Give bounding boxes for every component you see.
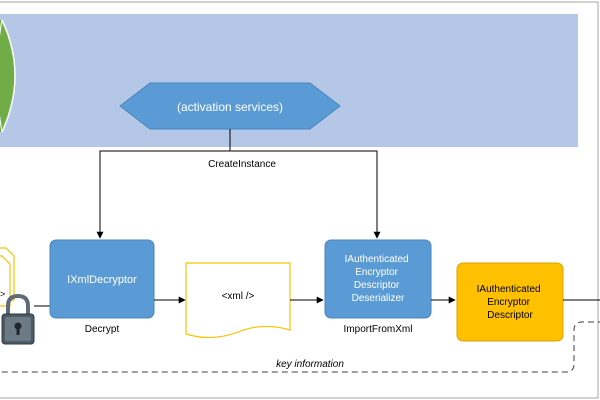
- xml-document-label: <xml />: [222, 291, 255, 302]
- activation-services-label: (activation services): [177, 100, 283, 114]
- descriptor-line-3: Descriptor: [487, 310, 533, 321]
- create-instance-connector: [96, 129, 381, 239]
- xml-document-shape: [185, 262, 291, 339]
- deserializer-line-1: IAuthenticated: [345, 254, 409, 265]
- key-information-label: key information: [276, 359, 344, 370]
- xml-decryptor-label: IXmlDecryptor: [67, 274, 137, 286]
- descriptor-box: [456, 262, 564, 342]
- activation-services-shape: [119, 82, 341, 130]
- deserializer-line-3: Descriptor: [354, 280, 400, 291]
- descriptor-label: IAuthenticated Encryptor Descriptor: [477, 284, 544, 321]
- key-information-loop: [0, 321, 600, 373]
- xml-decryptor-box: [49, 239, 155, 319]
- svg-text:>: >: [0, 289, 5, 299]
- import-from-xml-label: ImportFromXml: [344, 324, 413, 335]
- deserializer-label: IAuthenticated Encryptor Descriptor Dese…: [345, 254, 412, 304]
- deserializer-line-4: Deserializer: [352, 293, 405, 304]
- descriptor-line-1: IAuthenticated: [477, 284, 541, 295]
- deserializer-box: [324, 239, 432, 319]
- create-instance-label: CreateInstance: [208, 159, 276, 170]
- storage-cylinder-icon: [0, 19, 16, 133]
- decrypt-label: Decrypt: [85, 324, 120, 335]
- deserializer-line-2: Encryptor: [355, 267, 398, 278]
- encrypted-keys-icon: >: [0, 247, 35, 345]
- descriptor-line-2: Encryptor: [487, 297, 530, 308]
